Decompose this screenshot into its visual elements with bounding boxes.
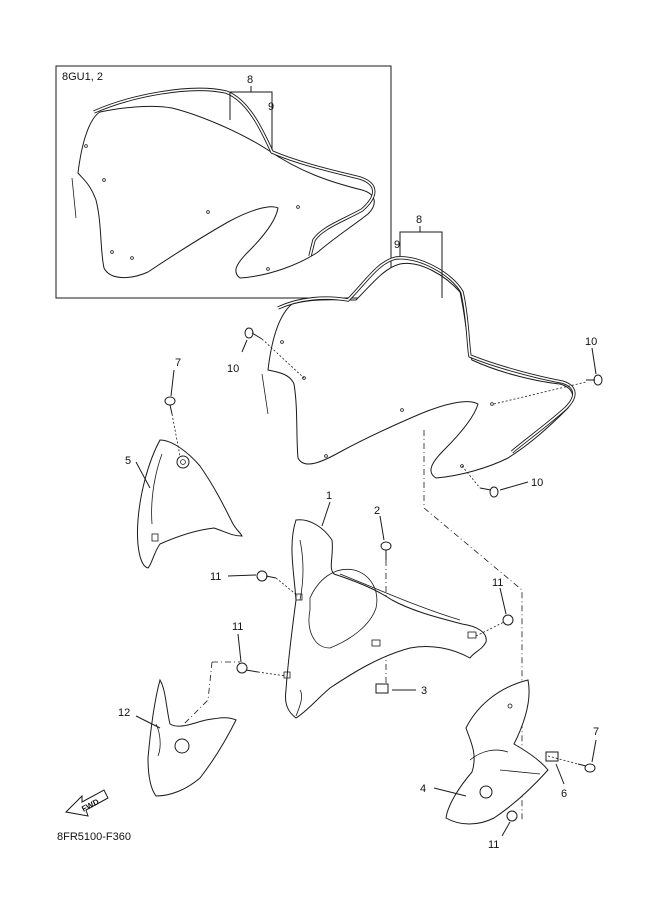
inset-frame <box>55 65 392 299</box>
part-12-lower-panel <box>147 678 237 797</box>
inset-panel: 8GU1, 2 8 9 <box>55 65 392 299</box>
inset-hole-e <box>130 256 134 260</box>
diagram-code: 8FR5100-F360 <box>57 831 131 843</box>
main-hole-b <box>302 376 306 380</box>
callout-2: 2 <box>374 505 380 517</box>
leader-12 <box>135 715 161 729</box>
leader-11d <box>501 821 511 837</box>
leader-6 <box>555 763 565 785</box>
leader-11c <box>237 633 242 663</box>
inset-hole-d <box>296 205 300 209</box>
leader-7a <box>170 369 175 397</box>
inset-trim-rod-inner <box>93 88 375 257</box>
callout-11b: 11 <box>492 577 503 589</box>
callout-10b: 10 <box>585 336 597 348</box>
clip-6 <box>545 751 559 762</box>
inset-hole-c <box>206 210 210 214</box>
assembly-line-left <box>169 661 240 739</box>
leader-11a <box>227 574 257 577</box>
screw-7-lower <box>547 755 596 773</box>
inset-hole-a <box>84 144 88 148</box>
inset-windshield <box>77 105 375 279</box>
inset-hole-b <box>102 178 106 182</box>
inset-hole-g <box>110 250 114 254</box>
callout-7a: 7 <box>175 357 181 369</box>
callout-12: 12 <box>118 707 130 719</box>
leader-7b <box>591 739 597 763</box>
callout-6: 6 <box>561 788 567 800</box>
callout-10a: 10 <box>227 363 239 375</box>
part-4-lower-right-panel <box>445 679 549 825</box>
main-hole-e <box>324 454 328 458</box>
leader-10a <box>241 339 248 353</box>
inset-hole-f <box>266 267 270 271</box>
nut-3 <box>375 683 389 694</box>
main-hole-d <box>490 402 494 406</box>
main-windshield <box>267 262 574 479</box>
callout-10c: 10 <box>531 477 543 489</box>
main-callout-9: 9 <box>394 239 400 251</box>
fwd-arrow-icon: FWD <box>64 789 109 817</box>
leader-10c <box>499 481 529 491</box>
leader-11b <box>499 587 507 615</box>
grommet-11-right <box>475 614 514 637</box>
grommet-11-lower-right <box>506 810 518 822</box>
main-bracket-8 <box>399 231 443 298</box>
callout-3: 3 <box>421 685 427 697</box>
callout-4: 4 <box>420 783 426 795</box>
part-1-cowling <box>283 519 487 719</box>
main-hole-c <box>400 408 404 412</box>
main-trim-rod-inner <box>277 257 575 453</box>
leader-4 <box>433 787 467 797</box>
callout-11a: 11 <box>210 571 221 583</box>
screw-2 <box>380 541 392 560</box>
callout-11d: 11 <box>488 839 499 851</box>
main-windshield-group: 8 9 10 10 10 <box>227 214 603 498</box>
inset-callout-9: 9 <box>268 101 274 113</box>
callout-5: 5 <box>125 455 131 467</box>
main-hole-f <box>460 464 464 468</box>
screw-10-right <box>493 374 603 405</box>
callout-11c: 11 <box>232 621 243 633</box>
leader-2 <box>379 515 385 541</box>
main-hole-a <box>280 340 284 344</box>
inset-title: 8GU1, 2 <box>62 71 103 83</box>
part-5-side-panel <box>137 439 243 569</box>
leader-5 <box>135 461 151 489</box>
leader-10b <box>591 347 597 375</box>
screw-10-upper-left <box>244 327 305 379</box>
screw-10-lower <box>461 465 499 498</box>
inset-callout-8: 8 <box>247 74 253 86</box>
grommet-11-upper-left <box>256 570 299 597</box>
main-callout-8: 8 <box>416 214 422 226</box>
callout-7b: 7 <box>593 726 599 738</box>
main-windshield-trim <box>261 373 269 415</box>
grommet-11-lower-left <box>236 662 287 677</box>
inset-windshield-trim <box>71 177 77 219</box>
leader-1 <box>321 501 331 527</box>
assembly-line-right <box>423 430 523 820</box>
callout-1: 1 <box>326 490 332 502</box>
screw-7-upper <box>164 396 181 457</box>
